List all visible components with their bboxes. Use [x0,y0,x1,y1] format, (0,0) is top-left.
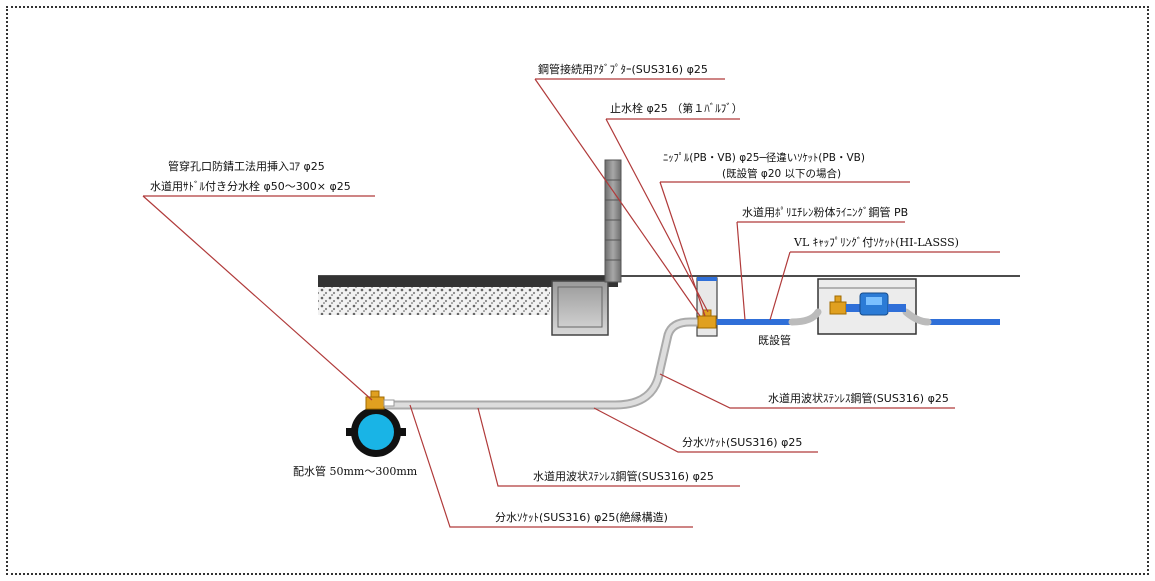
label-branch-socket: 分水ｿｹｯﾄ(SUS316) φ25 [682,436,802,449]
label-adapter: 鋼管接続用ｱﾀﾞﾌﾟﾀｰ(SUS316) φ25 [538,62,708,76]
vent-pipe [604,159,622,283]
valve-box [551,280,609,336]
label-main-pipe: 配水管 50mm～300mm [293,464,418,478]
label-vl-socket: VL ｷｬｯﾌﾟﾘﾝｸﾞ付ｿｹｯﾄ(HI-LASSS) [793,236,959,249]
label-insertion-core-line1: 管穿孔口防錆工法用挿入ｺｱ φ25 [168,159,325,173]
stop-valve-fitting [697,315,717,329]
label-insertion-core-line2: 水道用ｻﾄﾞﾙ付き分水栓 φ50～300× φ25 [150,179,351,193]
meter-valve [829,301,847,315]
main-distribution-pipe [346,407,406,457]
water-pipe-segment [928,319,1000,325]
label-flex-pipe-bottom: 水道用波状ｽﾃﾝﾚｽ鋼管(SUS316) φ25 [533,469,714,483]
label-branch-socket-insulated: 分水ｿｹｯﾄ(SUS316) φ25(絶縁構造) [495,510,668,524]
diagram-frame [6,6,1149,575]
label-nipple-line2: (既設管 φ20 以下の場合) [722,167,841,180]
asphalt-layer [318,276,618,287]
water-pipe-segment [716,319,792,325]
leader-lines [142,78,1000,528]
saddle-fitting [365,396,385,410]
label-existing-pipe: 既設管 [758,333,791,347]
label-poly-pipe: 水道用ﾎﾟﾘｴﾁﾚﾝ粉体ﾗｲﾆﾝｸﾞ鋼管 PB [742,205,908,219]
label-flex-pipe-right: 水道用波状ｽﾃﾝﾚｽ鋼管(SUS316) φ25 [768,391,949,405]
label-nipple-line1: ﾆｯﾌﾟﾙ(PB・VB) φ25─径違いｿｹｯﾄ(PB・VB) [663,151,865,164]
gravel-layer [318,287,550,315]
label-stop-valve: 止水栓 φ25 （第１ﾊﾞﾙﾌﾞ） [610,101,743,115]
